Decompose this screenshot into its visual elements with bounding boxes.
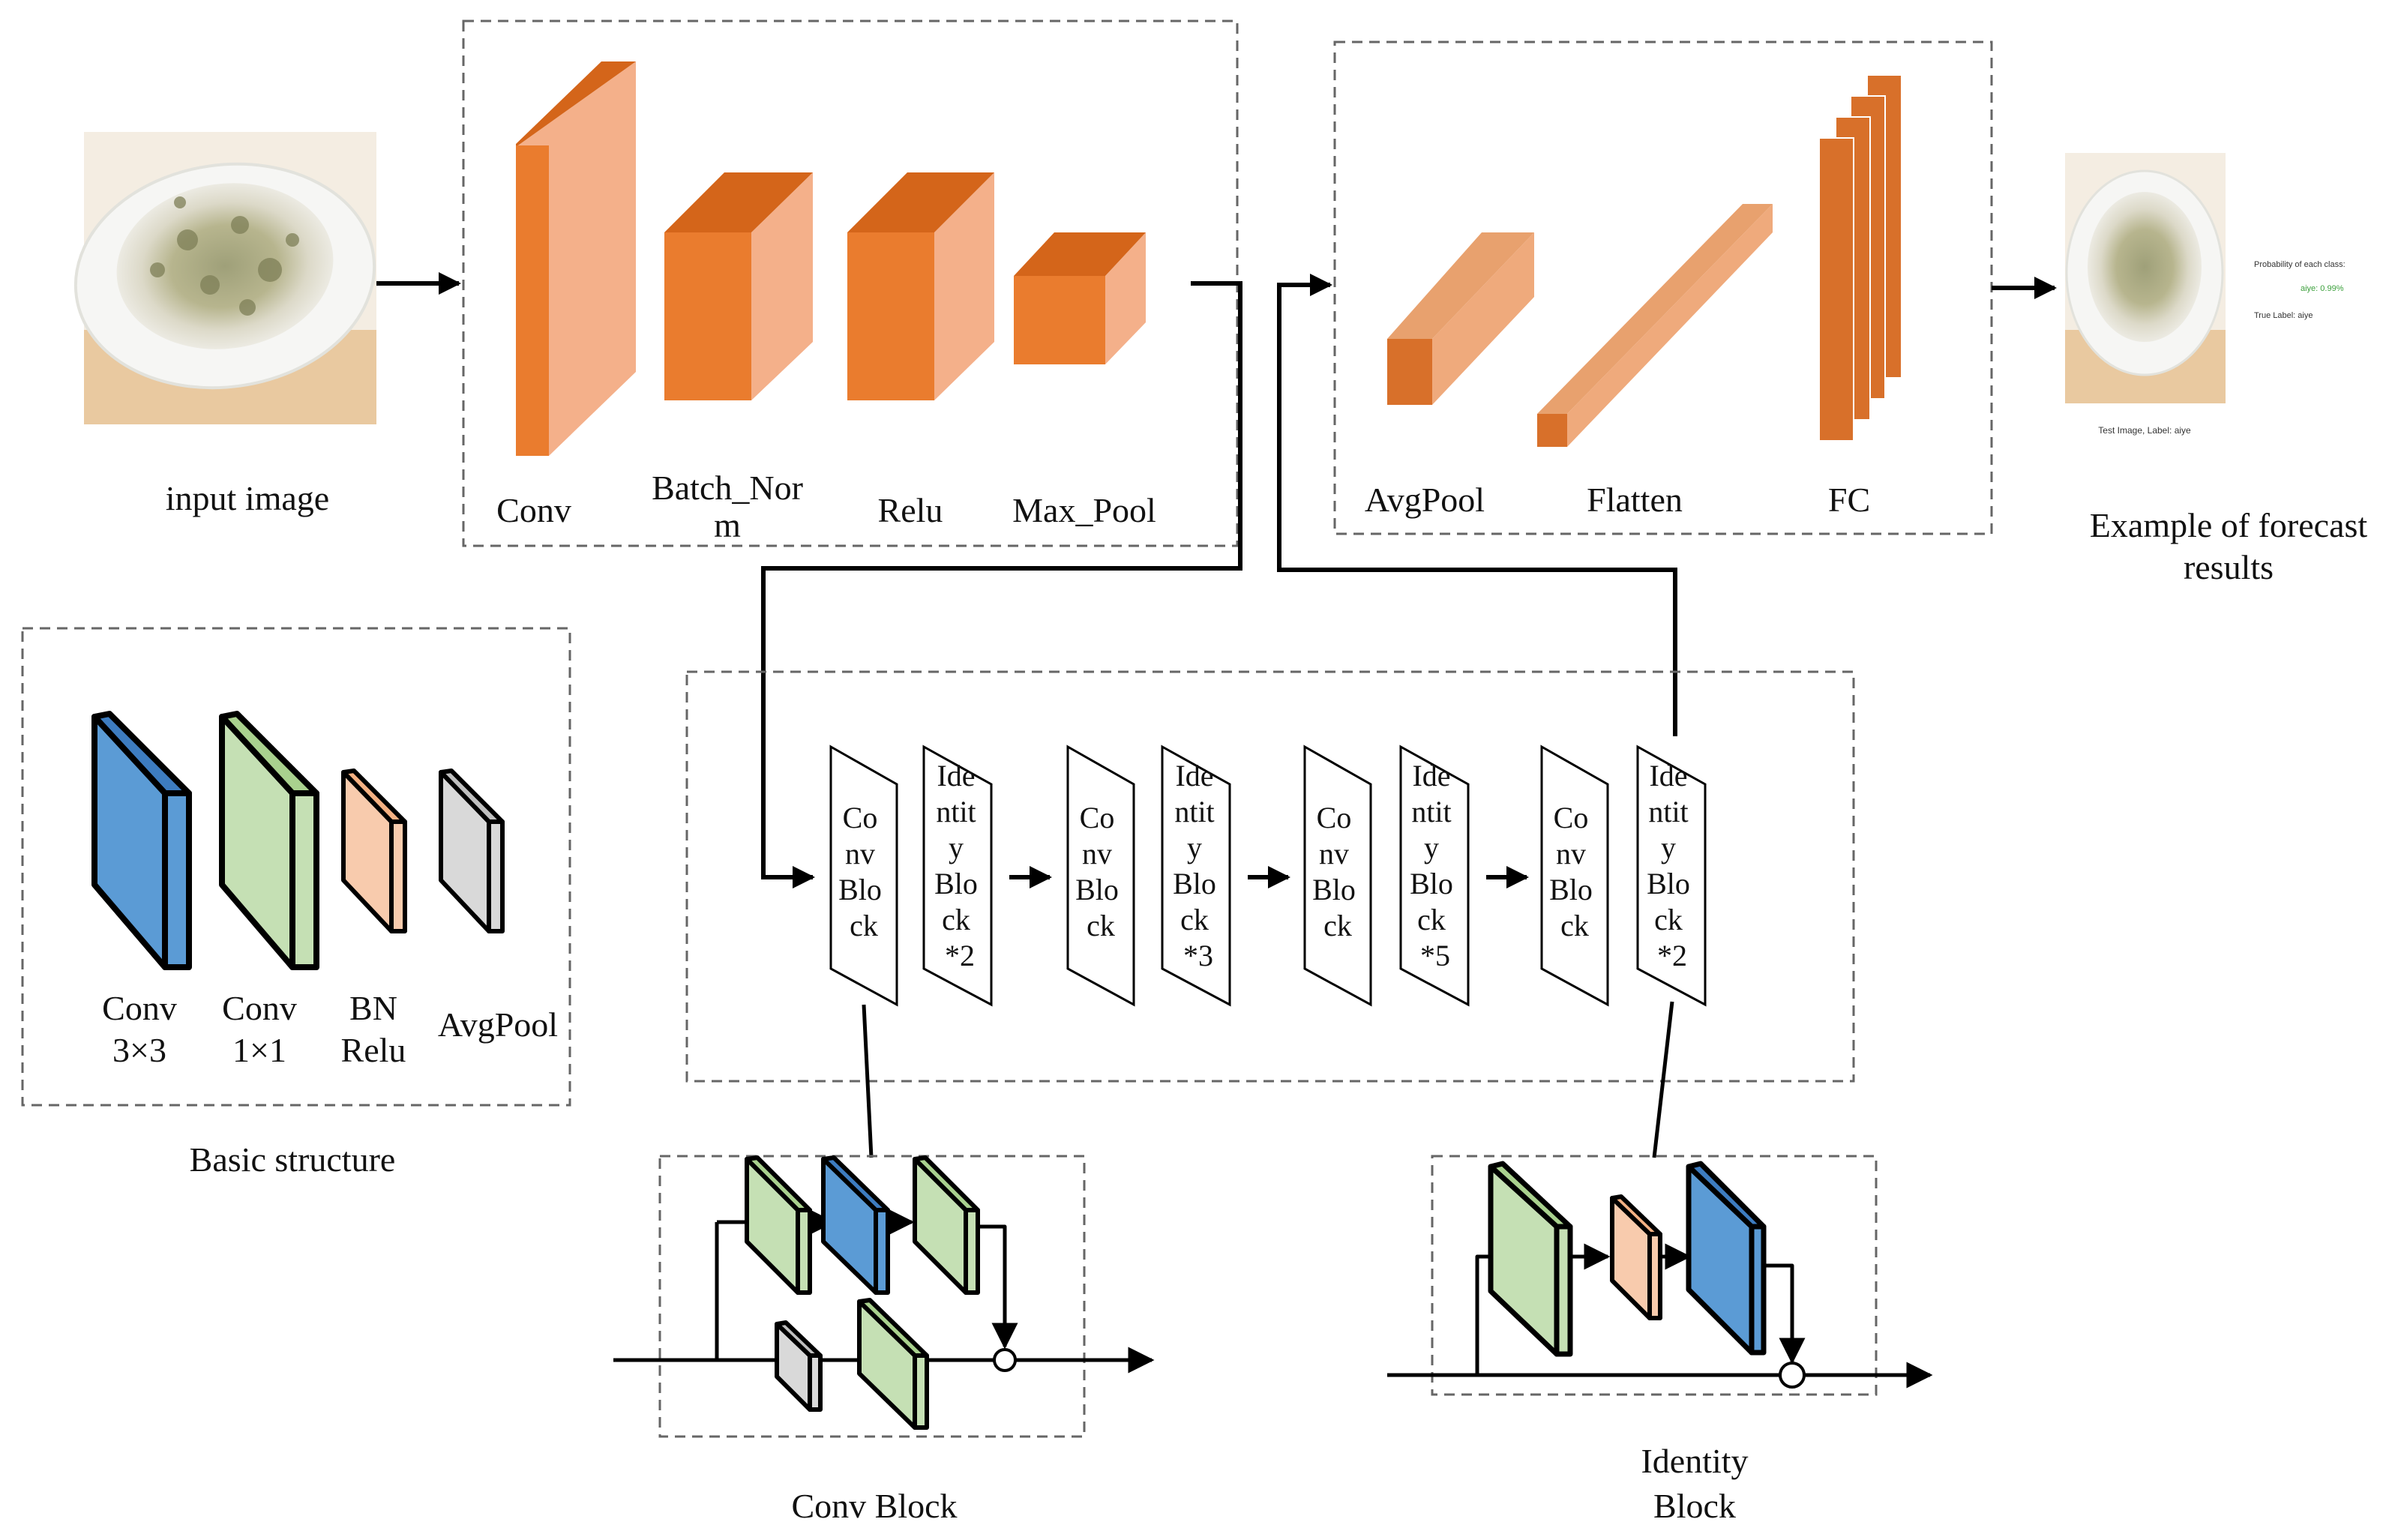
stage3-identity-text: Ide ntit y Blo ck *5 (1410, 759, 1461, 972)
legend-conv1-line2: 1×1 (232, 1031, 286, 1069)
avgpool-label: AvgPool (1365, 481, 1485, 519)
legend-bn-line2: Relu (341, 1031, 406, 1069)
identity-block-title-line2: Block (1653, 1487, 1736, 1525)
batch-norm-label-line2: m (714, 506, 741, 544)
legend-conv3-line1: Conv (102, 989, 177, 1027)
output-true-label: True Label: aiye (2254, 311, 2313, 320)
stage1-identity-block (922, 745, 993, 1007)
output-prob-header: Probability of each class: (2254, 260, 2346, 269)
stage2-conv-text: Co nv Blo ck (1075, 801, 1126, 942)
batch-norm-layer (664, 172, 813, 400)
conv-block-diagram (613, 1155, 1155, 1430)
input-image-label: input image (166, 479, 329, 517)
stage2-identity-text: Ide ntit y Blo ck *3 (1173, 759, 1224, 972)
identity-block-box (1431, 1155, 1878, 1396)
connector-stem-to-stages (761, 281, 1242, 888)
max-pool-layer (1014, 232, 1146, 364)
output-label-line1: Example of forecast (2090, 506, 2368, 544)
stages-box (685, 670, 1855, 1083)
legend-conv1-line1: Conv (222, 989, 297, 1027)
conv-label: Conv (496, 491, 571, 529)
legend-box (21, 627, 571, 1107)
leader-identity-block (1652, 1001, 1674, 1158)
leader-conv-block (862, 1004, 874, 1158)
stage1-conv-block (829, 745, 898, 1007)
batch-norm-label-line1: Batch_Nor (652, 469, 803, 507)
legend-swatch-conv3 (91, 711, 192, 970)
stage3-conv-block (1303, 745, 1372, 1007)
stage1-identity-text: Ide ntit y Blo ck *2 (934, 759, 985, 972)
conv-block-box (658, 1155, 1086, 1438)
stage4-identity-text: Ide ntit y Blo ck *2 (1647, 759, 1698, 972)
fc-label: FC (1828, 481, 1870, 519)
stage4-identity-block (1636, 745, 1707, 1007)
legend-title: Basic structure (190, 1140, 396, 1179)
stage1-conv-text: Co nv Blo ck (838, 801, 889, 942)
legend-bn-line1: BN (349, 989, 397, 1027)
stage4-conv-block (1540, 745, 1609, 1007)
legend-swatch-conv1 (219, 711, 319, 970)
stage2-conv-block (1066, 745, 1135, 1007)
legend-swatch-bnrelu (341, 769, 407, 933)
output-label-line2: results (2184, 548, 2274, 586)
stage2-identity-block (1161, 745, 1231, 1007)
connector-stages-to-head (1277, 274, 1677, 736)
output-prob-value: aiye: 0.99% (2301, 284, 2344, 293)
flatten-layer (1537, 204, 1773, 447)
legend-swatch-avgpool (439, 769, 505, 933)
conv-layer (516, 61, 636, 456)
input-image (73, 132, 376, 424)
fc-layer (1818, 74, 1902, 442)
output-test-caption: Test Image, Label: aiye (2098, 425, 2191, 436)
output-example-image (2065, 153, 2226, 403)
relu-layer (847, 172, 994, 400)
conv-block-title: Conv Block (791, 1487, 957, 1525)
relu-label: Relu (878, 491, 943, 529)
stage4-conv-text: Co nv Blo ck (1549, 801, 1600, 942)
identity-block-diagram (1387, 1161, 1933, 1389)
avgpool-layer (1387, 232, 1534, 405)
flatten-label: Flatten (1587, 481, 1683, 519)
legend-conv3-line2: 3×3 (112, 1031, 166, 1069)
identity-block-title-line1: Identity (1641, 1442, 1748, 1480)
max-pool-label: Max_Pool (1012, 491, 1156, 529)
stage3-conv-text: Co nv Blo ck (1312, 801, 1363, 942)
stage3-identity-block (1399, 745, 1470, 1007)
legend-avgpool-label: AvgPool (438, 1005, 558, 1044)
